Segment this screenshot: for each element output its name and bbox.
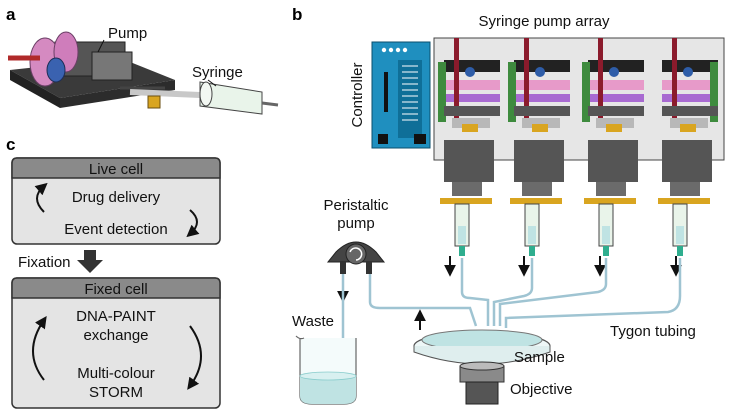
objective-label: Objective [510, 381, 573, 398]
sample-label: Sample [514, 349, 565, 366]
fixation-arrow-icon [77, 250, 103, 273]
panel-c-letter: c [6, 135, 15, 154]
fixed-cell-title: Fixed cell [84, 281, 147, 298]
syringe-label: Syringe [192, 64, 243, 81]
tygon-tubing-lines [368, 258, 682, 328]
storm-label-line1: Multi-colour [77, 365, 155, 382]
live-cell-box: Live cell Drug delivery Event detection [11, 157, 221, 245]
drug-delivery-label: Drug delivery [72, 189, 161, 206]
sample-dish [413, 329, 551, 365]
peristaltic-label-line1: Peristaltic [323, 197, 389, 214]
pump-module-2 [508, 38, 570, 256]
live-cycle-arrow-left [34, 182, 48, 213]
controller-board [371, 41, 431, 149]
rotate-icon [349, 247, 363, 261]
objective-lens [459, 361, 505, 405]
waste-label: Waste [292, 313, 334, 330]
event-detection-label: Event detection [64, 221, 167, 238]
fixed-cell-box: Fixed cell DNA-PAINT exchange Multi-colo… [11, 277, 221, 409]
panel-a-letter: a [6, 5, 16, 24]
fixed-cycle-arrow-left [32, 316, 47, 381]
fixed-cycle-arrow-right [187, 325, 202, 390]
tygon-tubing-label: Tygon tubing [610, 323, 696, 340]
controller-label: Controller [349, 62, 366, 127]
dna-paint-label-line1: DNA-PAINT [76, 308, 156, 325]
pump-module-1 [438, 38, 500, 256]
panel-b: b Syringe pump array Controller [292, 5, 725, 405]
waste-beaker [295, 274, 357, 405]
peristaltic-label-line2: pump [337, 215, 375, 232]
live-cycle-arrow-right [186, 209, 200, 238]
storm-label-line2: STORM [89, 384, 143, 401]
pump-module-4 [658, 38, 718, 256]
peristaltic-pump [326, 241, 386, 274]
panel-c: c Live cell Drug delivery Event detectio… [6, 135, 221, 409]
pump-module-3 [582, 38, 644, 256]
syringe-pump-array-label: Syringe pump array [479, 13, 610, 30]
dna-paint-label-line2: exchange [83, 327, 148, 344]
pump-label: Pump [108, 25, 147, 42]
panel-a: a Pump Syring [6, 5, 279, 115]
single-pump-illustration [8, 31, 279, 115]
fixation-label: Fixation [18, 254, 71, 271]
syringe-flow-arrows [444, 256, 682, 277]
panel-b-letter: b [292, 5, 302, 24]
live-cell-title: Live cell [89, 161, 143, 178]
